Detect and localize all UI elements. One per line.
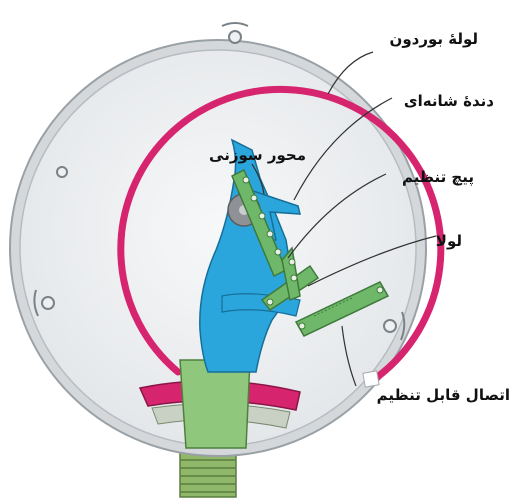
label-adjust-screw: پیچ تنظیم [402, 168, 474, 187]
label-sector-gear: دندهٔ شانه‌ای [404, 92, 494, 110]
label-adjustable-link: اتصال قابل تنظیم [377, 386, 510, 404]
label-bourdon-tube: لولهٔ بوردون [390, 30, 478, 48]
label-pointer-shaft: محور سوزنی [209, 146, 306, 164]
label-hinge: لولا [436, 232, 462, 250]
tube-tip [363, 371, 379, 387]
